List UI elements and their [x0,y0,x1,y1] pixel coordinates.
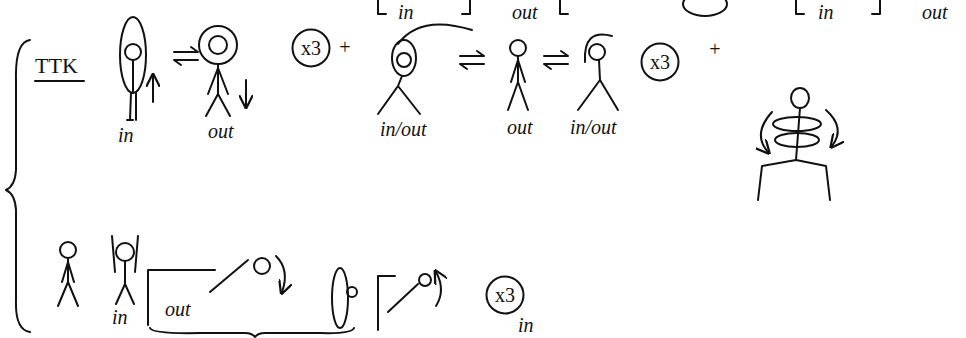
stick-figure [758,108,830,200]
stick-figure [199,26,237,64]
exchange-arrows [544,51,568,69]
sketch-label: in [398,1,414,23]
down-arrow [276,256,285,292]
bracket-sketch [462,0,470,14]
twist-arrow [826,110,838,146]
under-brace [150,328,354,337]
bracket-sketch [560,0,568,14]
stick-figure [112,236,138,304]
sketch-label: out [922,1,948,23]
sketch-label: in/out [380,118,427,140]
stick-figure [58,258,78,306]
bracket-sketch [378,0,386,14]
sketch-label: in [818,1,834,23]
stick-figure [419,274,431,286]
stick-figure [397,53,411,67]
stick-figure [206,64,230,116]
bracket-sketch [796,0,804,14]
up-arrow [436,272,441,306]
stick-figure [127,60,136,120]
repeat-count: x3 [495,285,515,305]
sketch-label: in [112,306,128,328]
repeat-circle: x3 [640,42,680,82]
circle-sketch [683,0,727,16]
stick-figure [60,242,76,258]
sketch-label: out [208,120,234,142]
stick-figure [589,44,605,60]
down-arrow [245,80,247,106]
up-arrow [152,76,154,102]
exchange-arrows [460,51,484,69]
stick-figure [254,258,270,274]
stick-figure [508,56,528,110]
sketch-label: out [507,116,533,138]
heading-label: TTK [35,54,78,78]
underline [35,80,84,82]
repeat-count: x3 [301,38,321,58]
twist-loop [773,117,821,131]
stick-figure [332,268,348,328]
curly-brace [6,40,30,332]
exchange-arrows [174,47,198,65]
sketch-label: in [118,124,134,146]
repeat-circle: x3 [291,28,331,68]
stick-figure [378,24,472,114]
sketch-label: in/out [570,116,617,138]
repeat-circle: x3 [485,275,525,315]
bracket-sketch [872,0,880,14]
twist-arrow [761,112,772,152]
stick-figure [392,40,416,76]
stick-figure [791,88,809,108]
stick-figure [578,34,618,110]
sketch-label: out [512,1,538,23]
sketch-label: in [518,314,534,336]
stick-figure [209,36,227,54]
twist-loop [775,133,819,147]
stick-figure [510,40,526,56]
stick-figure [116,243,134,261]
stick-figure [347,287,357,297]
sketch-label: + [708,38,722,60]
stick-figure [125,44,141,60]
stick-figure [378,276,418,330]
sketch-label: + [338,36,352,58]
repeat-count: x3 [650,52,670,72]
sketch-label: out [165,298,191,320]
stick-figure [148,260,248,325]
